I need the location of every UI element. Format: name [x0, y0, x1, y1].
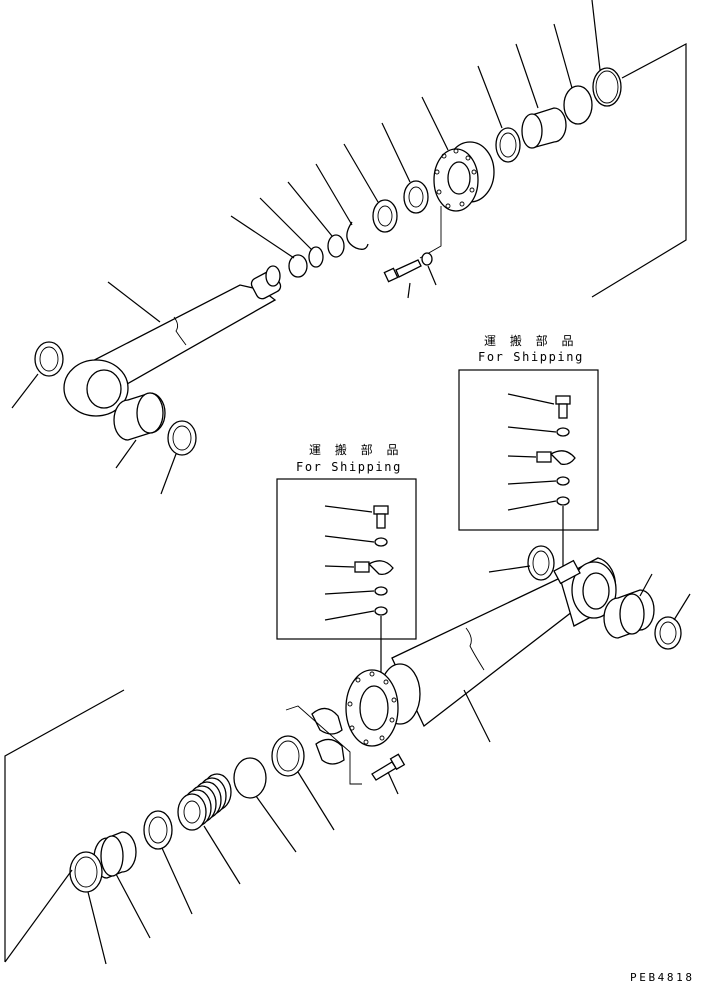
piston-ring: [372, 199, 398, 233]
rod-break-mark: [173, 316, 187, 346]
drawing-code: PEB4818: [630, 971, 695, 984]
shipping-box-1-spacer: [374, 606, 388, 616]
leader-lines-lower: [87, 565, 691, 965]
piston-ring-inner: [377, 205, 393, 227]
dust-seal-right-inner: [172, 425, 192, 451]
lower-assembly: [4, 545, 691, 965]
shipping-box-1-frame: [276, 478, 417, 640]
group-bracket-upper: [591, 43, 687, 298]
shipping-box-2: 運 搬 部 品 For Shipping: [458, 333, 599, 572]
tube-dust-seal-left-inner: [532, 550, 550, 576]
shipping-box-2-spacer: [556, 496, 570, 506]
cylinder-head-bore: [447, 161, 471, 195]
tube-eye-bore: [582, 572, 610, 610]
shipping-box-1-title-en: For Shipping: [296, 460, 402, 474]
wear-ring: [403, 180, 429, 214]
rod-seal-stack: [177, 773, 232, 831]
o-ring-1: [563, 85, 593, 125]
group-bracket-lower: [4, 689, 125, 962]
shipping-box-2-leaders: [507, 393, 564, 572]
tube-break-mark: [465, 627, 485, 671]
clamp-leader-bracket: [285, 705, 362, 785]
head-washer: [421, 252, 433, 266]
tube-dust-seal-left: [527, 545, 555, 581]
clamp-upper: [311, 707, 343, 735]
o-ring-2-inner: [595, 70, 619, 104]
shipping-box-1-clamp: [354, 560, 394, 576]
cylinder-tube: [391, 577, 592, 728]
clamp-lower: [315, 738, 345, 765]
tube-flange-bore: [359, 685, 389, 731]
shipping-box-1-plate: [374, 586, 388, 596]
rod-tip-face: [265, 265, 281, 287]
shipping-box-2-washer: [556, 427, 570, 437]
head-bolt: [383, 259, 422, 283]
cylinder-head-bolt-holes: [434, 148, 477, 209]
lower-seal-1: [143, 810, 173, 850]
shipping-box-2-plate: [556, 476, 570, 486]
shipping-box-2-frame: [458, 369, 599, 531]
shipping-box-1-title-jp: 運 搬 部 品: [309, 442, 403, 457]
wear-ring-inner: [408, 186, 424, 208]
tube-dust-seal-right-inner: [659, 621, 677, 645]
dust-seal-left: [34, 341, 64, 377]
lower-bushing-face: [100, 835, 124, 877]
snap-ring: [346, 221, 369, 250]
tube-flange-bolt-holes: [347, 671, 397, 745]
shipping-box-1: 運 搬 部 品 For Shipping: [276, 442, 417, 676]
upper-assembly: [11, 0, 687, 495]
shipping-box-2-title-en: For Shipping: [478, 350, 584, 364]
group-bracket-lower-tie: [4, 869, 73, 963]
lower-seal-1-inner: [148, 816, 168, 844]
washer-1: [308, 246, 324, 268]
shipping-box-2-clamp: [536, 450, 576, 466]
shipping-box-2-title-jp: 運 搬 部 品: [484, 333, 578, 348]
shipping-box-1-bolt: [373, 505, 389, 529]
nut-1: [288, 254, 308, 278]
lower-dust-seal-inner: [74, 856, 98, 888]
leader-lines-upper: [11, 0, 601, 495]
rod-eye-bore: [86, 369, 122, 409]
dust-seal-right: [167, 420, 197, 456]
shipping-box-2-bolt: [555, 395, 571, 419]
tube-dust-seal-right: [654, 616, 682, 650]
seal-1-inner: [499, 132, 517, 158]
tube-eye-bushing-face: [619, 593, 645, 635]
shipping-box-1-leaders: [324, 505, 382, 676]
o-ring-2: [592, 67, 622, 107]
dust-seal-left-inner: [39, 346, 59, 372]
bolt-leader: [419, 206, 442, 259]
tube-grease-block: [553, 559, 581, 585]
lower-ring-1-inner: [276, 740, 300, 772]
bushing-1-face: [521, 113, 543, 149]
clamp-bolt: [371, 753, 406, 781]
shipping-box-1-washer: [374, 537, 388, 547]
ring-1: [327, 234, 345, 258]
lower-ring-2: [233, 757, 267, 799]
rod-eye-bushing-face: [136, 392, 164, 434]
